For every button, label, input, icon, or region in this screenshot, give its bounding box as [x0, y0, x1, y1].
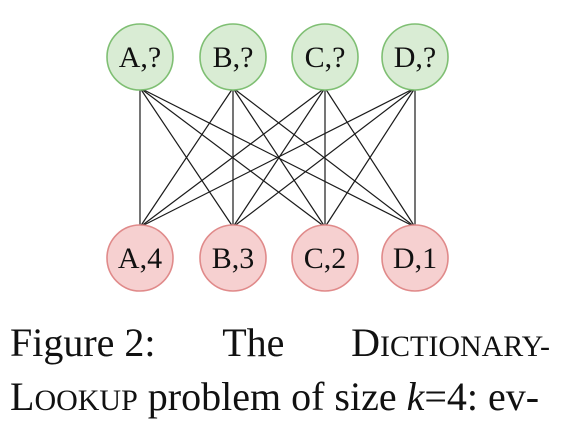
top-node-a: A,?	[106, 23, 174, 91]
top-node-circle	[199, 23, 267, 91]
caption-line-2: LOOKUP problem of size k=4: ev-	[10, 372, 550, 426]
top-node-circle	[106, 23, 174, 91]
top-node-label: D,?	[394, 41, 436, 74]
caption-dictionary-cap: D	[351, 320, 380, 365]
caption-word-the: The	[222, 320, 285, 365]
figure-caption: Figure 2: The DICTIONARY- LOOKUP problem…	[10, 318, 550, 426]
bottom-node-circle	[106, 224, 174, 292]
bottom-node-label: C,2	[304, 242, 347, 275]
edge-c-b	[232, 87, 326, 228]
bottom-node-circle	[291, 224, 359, 292]
top-node-c: C,?	[291, 23, 359, 91]
top-node-label: C,?	[305, 41, 346, 74]
edges	[139, 87, 416, 228]
edge-c-a	[139, 87, 326, 228]
edge-d-b	[232, 87, 416, 228]
top-node-label: B,?	[213, 41, 254, 74]
top-node-d: D,?	[381, 23, 449, 91]
bottom-node-a: A,4	[106, 224, 174, 292]
top-node-circle	[381, 23, 449, 91]
caption-problem-text: problem of size	[137, 374, 407, 419]
top-node-circle	[291, 23, 359, 91]
caption-size-value: =4: ev-	[424, 374, 540, 419]
caption-dictionary: DICTIONARY-	[351, 318, 550, 372]
bottom-node-circle	[381, 224, 449, 292]
top-node-label: A,?	[119, 41, 161, 74]
edge-b-a	[139, 87, 234, 228]
caption-figure-number: Figure 2:	[10, 320, 156, 365]
bottom-node-d: D,1	[381, 224, 449, 292]
bottom-node-label: D,1	[393, 242, 437, 275]
bottom-node-label: A,4	[118, 242, 162, 275]
caption-dictionary-rest: ICTIONARY-	[380, 330, 550, 363]
caption-lookup-cap: L	[10, 374, 35, 419]
bipartite-diagram: A,? B,? C,? D,? A,4 B,3 C,2 D,1	[106, 23, 449, 292]
bottom-node-c: C,2	[291, 224, 359, 292]
bottom-node-b: B,3	[199, 224, 267, 292]
caption-variable-k: k	[406, 374, 425, 419]
caption-lookup-rest: OOKUP	[34, 384, 138, 417]
edge-d-c	[324, 87, 416, 228]
nodes: A,? B,? C,? D,? A,4 B,3 C,2 D,1	[106, 23, 449, 292]
caption-line-1: Figure 2: The DICTIONARY-	[10, 318, 550, 372]
bottom-node-circle	[199, 224, 267, 292]
top-node-b: B,?	[199, 23, 267, 91]
bottom-node-label: B,3	[212, 242, 255, 275]
edge-d-a	[139, 87, 416, 228]
